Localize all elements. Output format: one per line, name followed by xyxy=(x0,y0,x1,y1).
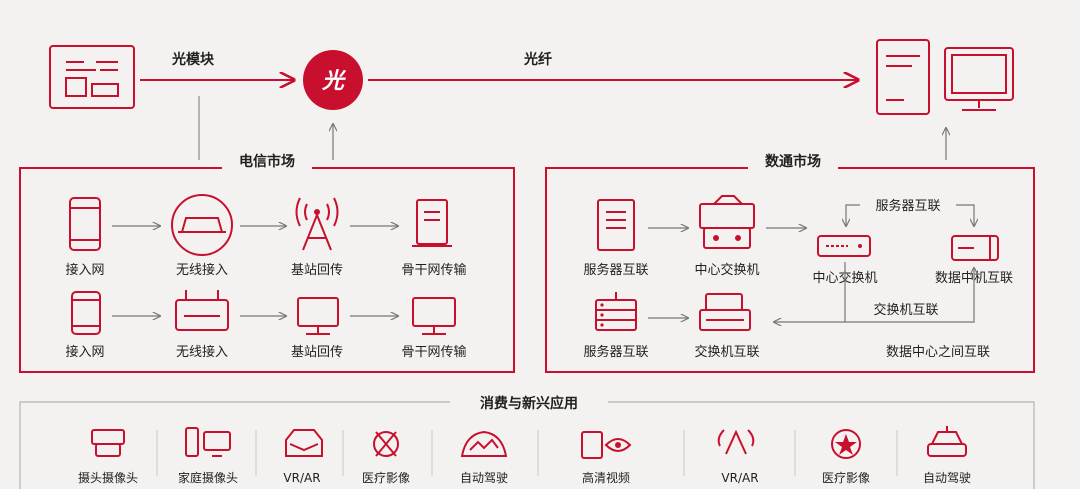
bracket-arrow xyxy=(956,204,974,226)
consumer-dividers xyxy=(156,430,898,476)
core-switch-icon xyxy=(817,235,871,257)
consumer-item-label: 摄头摄像头 xyxy=(78,470,138,485)
consumer-box: 消费与新兴应用 xyxy=(19,395,1035,489)
telecom-market-box: 电信市场 xyxy=(19,153,515,373)
datacom-row1-label: 服务器互联 xyxy=(583,262,648,278)
consumer-title: 消费与新兴应用 xyxy=(480,395,578,412)
consumer-item-label: 家庭摄像头 xyxy=(178,470,238,485)
datacom-title: 数通市场 xyxy=(765,153,821,170)
medical-imaging-icon xyxy=(373,431,399,457)
telecom-row2-label: 基站回传 xyxy=(291,345,343,360)
telecom-row2-label: 骨干网传输 xyxy=(401,344,466,360)
vr-headset-icon xyxy=(285,429,323,457)
autonomous-driving-icon xyxy=(460,430,508,457)
consumer-item-label: VR/AR xyxy=(721,471,758,485)
consumer-item-label: 高清视频 xyxy=(582,470,630,485)
server-icon xyxy=(597,199,635,251)
server-computer-icon xyxy=(876,39,1014,115)
optical-module-icon xyxy=(49,45,135,109)
telecom-title: 电信市场 xyxy=(239,153,295,170)
telecom-row1-label: 接入网 xyxy=(65,262,104,278)
light-badge: 光 xyxy=(303,50,363,110)
switch-interconnect-arrow xyxy=(845,268,974,323)
monitor-icon xyxy=(412,297,456,335)
autonomous-car-icon xyxy=(927,426,967,457)
consumer-item-label: 医疗影像 xyxy=(822,471,870,485)
consumer-item-label: VR/AR xyxy=(283,471,320,485)
datacom-row1-label: 中心交换机 xyxy=(694,262,759,278)
telecom-row2-label: 无线接入 xyxy=(176,344,228,360)
backbone-device-icon xyxy=(412,199,452,247)
server-interconnect-arrow-label: 服务器互联 xyxy=(875,198,940,214)
monitor-icon xyxy=(297,297,339,335)
medical-imaging-icon xyxy=(831,429,861,459)
telecom-row1-label: 骨干网传输 xyxy=(401,262,466,278)
consumer-item-label: 自动驾驶 xyxy=(460,470,508,485)
base-station-tower-icon xyxy=(295,197,339,251)
phone-icon xyxy=(69,197,101,251)
telecom-row2-label: 接入网 xyxy=(65,344,104,360)
telecom-row1-label: 基站回传 xyxy=(291,263,343,278)
datacom-row2-label: 交换机互联 xyxy=(694,344,759,360)
hd-video-icon xyxy=(581,431,632,459)
bracket-arrow xyxy=(846,204,860,226)
between-dc-label: 数据中心之间互联 xyxy=(886,345,990,360)
telecom-row1-label: 无线接入 xyxy=(176,262,228,278)
fiber-label: 光纤 xyxy=(523,51,552,68)
consumer-item-label: 医疗影像 xyxy=(362,471,410,485)
phone-icon xyxy=(71,291,101,335)
optical-module-label: 光模块 xyxy=(171,51,215,68)
datacom-row2-label: 服务器互联 xyxy=(583,344,648,360)
light-badge-text: 光 xyxy=(321,68,347,94)
dc-device-icon xyxy=(951,235,999,261)
car-icon xyxy=(171,194,233,256)
switch-device-icon xyxy=(699,195,755,249)
router-icon xyxy=(175,290,229,331)
datacom-market-box: 数通市场 xyxy=(545,153,1035,373)
network-switch-icon xyxy=(699,293,751,331)
consumer-item-label: 自动驾驶 xyxy=(923,470,971,485)
camera-icon xyxy=(91,429,125,457)
vr-ar-signal-icon xyxy=(717,429,755,455)
rack-server-icon xyxy=(595,292,637,331)
home-camera-icon xyxy=(185,427,231,457)
switch-interconnect-arrow-label: 交换机互联 xyxy=(873,302,938,318)
